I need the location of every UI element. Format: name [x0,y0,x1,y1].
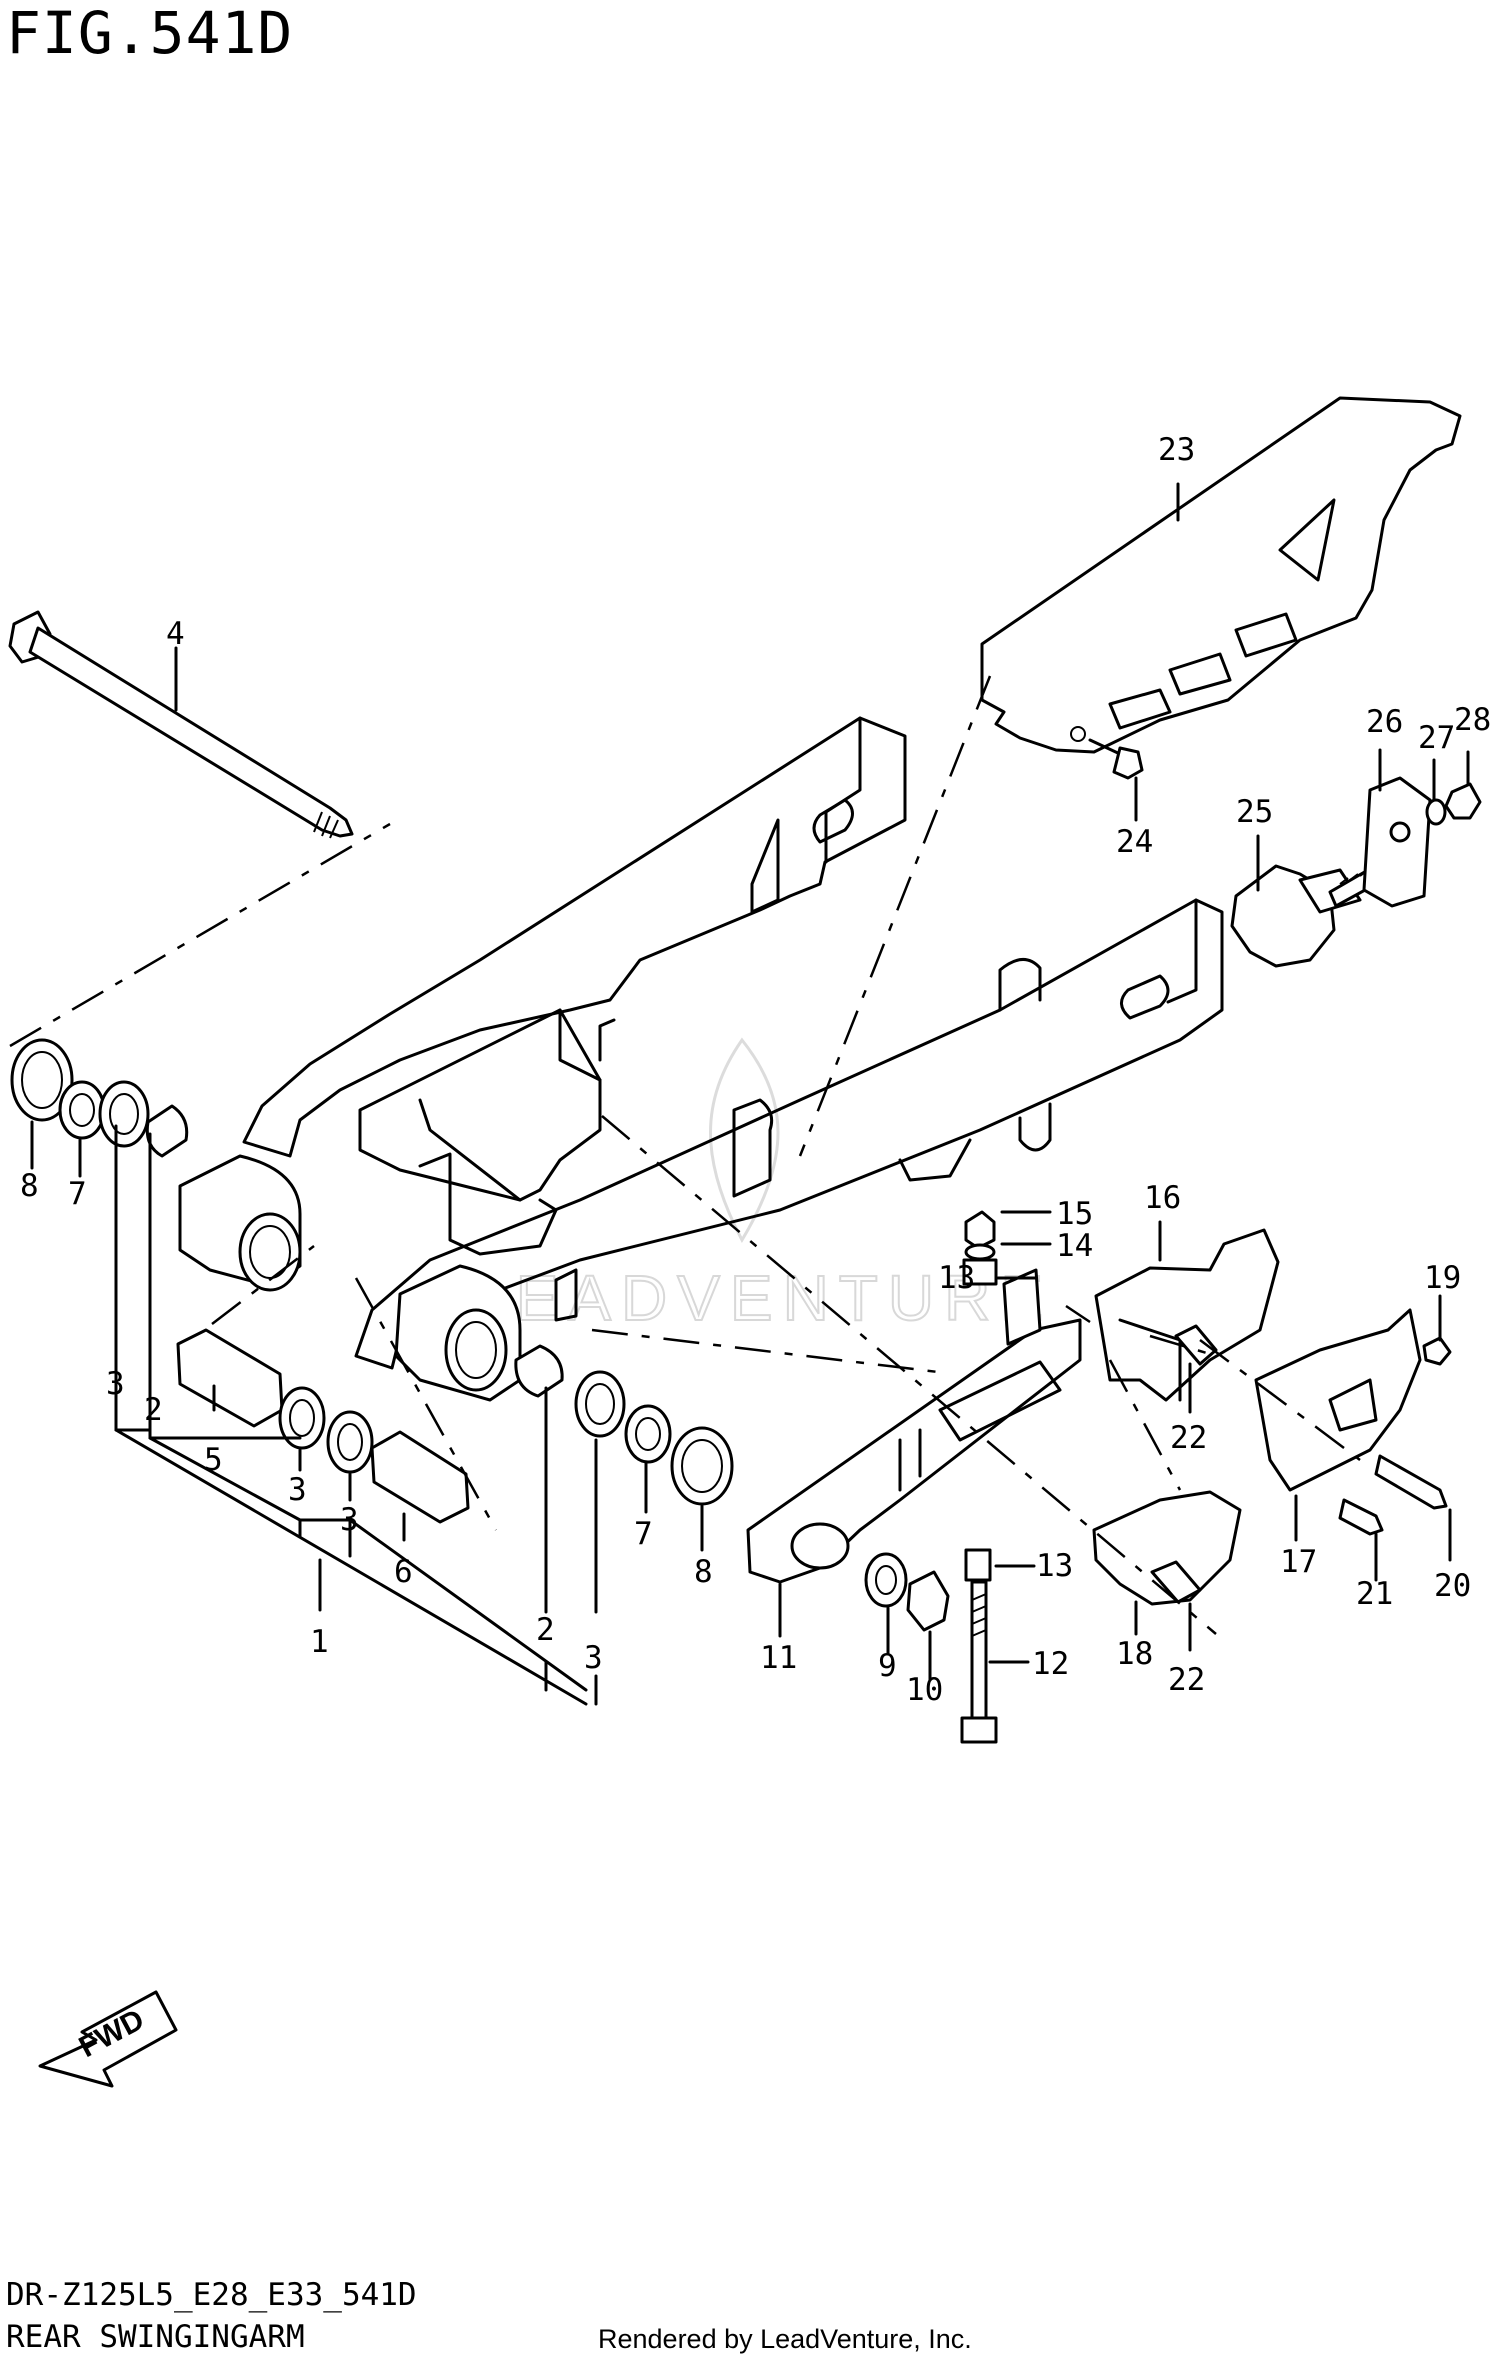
callout-23: 23 [1158,432,1195,468]
chain-guide-group [1092,1228,1452,1606]
callout-4: 4 [166,616,185,652]
watermark-text: LEADVENTURE [470,1262,1053,1334]
swingarm [178,716,1224,1402]
rendered-by-credit: Rendered by LeadVenture, Inc. [598,2324,972,2354]
slider-hardware [864,1210,998,1744]
callout-17: 17 [1280,1544,1317,1580]
callout-13: 13 [938,1260,975,1296]
callout-labels: 4 8 7 3 2 5 3 3 6 1 2 3 7 8 11 9 10 12 1… [20,432,1491,1708]
callout-10: 10 [906,1672,943,1708]
fwd-arrow: FWD [38,1990,178,2088]
pivot-shaft [8,610,354,839]
callout-19: 19 [1424,1260,1461,1296]
watermark: LEADVENTURE [469,1037,1053,1335]
callout-27: 27 [1418,720,1455,756]
callout-6: 6 [394,1554,413,1590]
callout-3: 3 [288,1472,307,1508]
callout-11: 11 [760,1640,797,1676]
callout-20: 20 [1434,1568,1471,1604]
chain-slider [746,1268,1082,1584]
callout-16: 16 [1144,1180,1181,1216]
callout-7: 7 [68,1176,87,1212]
callout-3: 3 [340,1502,359,1538]
callout-12: 12 [1032,1646,1069,1682]
callout-26: 26 [1366,704,1403,740]
callout-21: 21 [1356,1576,1393,1612]
callout-24: 24 [1116,824,1153,860]
callout-7: 7 [634,1516,653,1552]
chain-cover [980,396,1462,754]
lower-left-spacer-stack [176,1328,470,1524]
callout-8: 8 [694,1554,713,1590]
callout-18: 18 [1116,1636,1153,1672]
callout-13: 13 [1036,1548,1073,1584]
callout-3: 3 [584,1640,603,1676]
callout-14: 14 [1056,1228,1093,1264]
callout-25: 25 [1236,794,1273,830]
left-bearing-stack [10,1038,189,1158]
figure-title: FIG.541D [6,0,294,67]
callout-2: 2 [144,1392,163,1428]
model-code: DR-Z125L5_E28_E33_541D [6,2277,417,2313]
callout-28: 28 [1454,702,1491,738]
lower-right-bushing-stack [514,1344,734,1506]
callout-15: 15 [1056,1196,1093,1232]
callout-9: 9 [878,1648,897,1684]
callout-3: 3 [106,1366,125,1402]
callout-2: 2 [536,1612,555,1648]
callout-5: 5 [204,1442,223,1478]
bolt-24 [1088,738,1144,780]
section-name: REAR SWINGINGARM [6,2319,305,2355]
callout-8: 8 [20,1168,39,1204]
leader-lines [9,482,1470,1706]
callout-22: 22 [1168,1662,1205,1698]
callout-22: 22 [1170,1420,1207,1456]
callout-1: 1 [310,1624,329,1660]
